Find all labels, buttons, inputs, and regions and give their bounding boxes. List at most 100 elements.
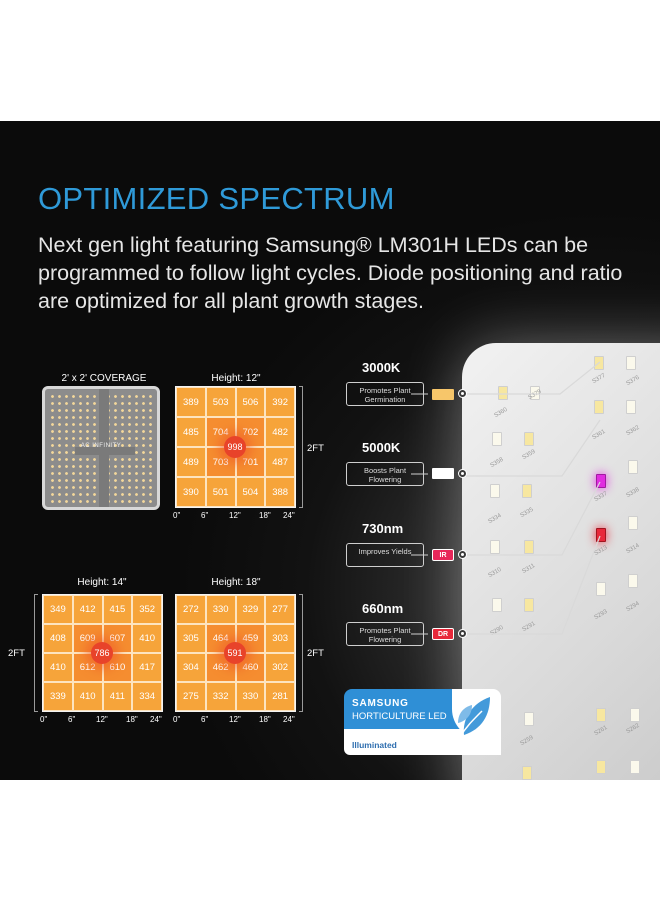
leader-dot — [459, 551, 466, 558]
side-label: 2FT — [307, 443, 324, 454]
side-label: 2FT — [8, 648, 25, 659]
x-tick: 6" — [201, 511, 209, 520]
ir-tag: IR — [432, 549, 454, 561]
samsung-horticulture-badge: SAMSUNG HORTICULTURE LED Illuminated — [344, 689, 501, 755]
center-hotspot: 998 — [224, 436, 246, 458]
grid-cell: 412 — [72, 595, 103, 624]
grid-cell: 415 — [102, 595, 133, 624]
center-hotspot: 591 — [224, 642, 246, 664]
grid-title: Height: 14" — [77, 577, 127, 588]
badge-status: Illuminated — [352, 740, 397, 750]
callout-box: Boosts Plant Flowering — [346, 462, 424, 486]
led-5000k — [530, 386, 540, 400]
led-3000k — [524, 598, 534, 612]
callout-title: 5000K — [362, 440, 401, 455]
callout-title: 730nm — [362, 521, 404, 536]
grid-cell: 487 — [265, 447, 295, 477]
grid-cell: 485 — [176, 417, 206, 447]
led-5000k — [490, 540, 500, 554]
grid-cell: 334 — [132, 682, 162, 711]
side-label: 2FT — [307, 648, 324, 659]
grid-cell: 329 — [235, 595, 266, 624]
grid-cell: 410 — [132, 624, 162, 653]
grid-cell: 411 — [102, 682, 133, 711]
grid-cell: 704 — [205, 417, 236, 447]
coverage-board-image: AC INFINITY — [42, 386, 160, 510]
badge-line: HORTICULTURE LED — [352, 711, 447, 722]
x-tick: 0" — [173, 715, 181, 724]
grid-cell: 272 — [176, 595, 206, 624]
leaf-icon — [458, 697, 490, 738]
led-5000k — [626, 356, 636, 370]
grid-cell: 410 — [43, 653, 73, 682]
grid-cell: 410 — [72, 682, 103, 711]
grid-cell: 330 — [205, 595, 236, 624]
led-3000k — [522, 484, 532, 498]
grid-cell: 349 — [43, 595, 73, 624]
led-5000k — [492, 598, 502, 612]
led-3000k — [522, 766, 532, 780]
board-bar — [75, 447, 135, 455]
x-tick: 18" — [259, 715, 271, 724]
grid-cell: 503 — [205, 387, 236, 417]
badge-brand: SAMSUNG — [352, 698, 409, 709]
grid-cell: 281 — [265, 682, 295, 711]
center-hotspot: 786 — [91, 642, 113, 664]
leader-dot — [459, 390, 466, 397]
grid-cell: 489 — [176, 447, 206, 477]
grid-cell: 408 — [43, 624, 73, 653]
x-tick: 0" — [40, 715, 48, 724]
x-tick: 18" — [126, 715, 138, 724]
grid-cell: 275 — [176, 682, 206, 711]
x-tick: 0" — [173, 511, 181, 520]
led-5000k — [630, 760, 640, 774]
grid-cell: 392 — [265, 387, 295, 417]
grid-cell: 277 — [265, 595, 295, 624]
bracket — [299, 594, 303, 712]
callout-box: Improves Yields — [346, 543, 424, 567]
led-5000k — [492, 432, 502, 446]
coverage-label: 2' x 2' COVERAGE — [61, 373, 147, 384]
callout-title: 3000K — [362, 360, 401, 375]
led-5000k — [630, 708, 640, 722]
callout-box: Promotes Plant Germination — [346, 382, 424, 406]
grid-cell: 332 — [205, 682, 236, 711]
bracket — [299, 386, 303, 508]
led-3000k — [596, 760, 606, 774]
x-tick: 6" — [68, 715, 76, 724]
led-3000k — [596, 708, 606, 722]
grid-cell: 504 — [235, 477, 266, 507]
grid-cell: 352 — [132, 595, 162, 624]
color-swatch — [432, 468, 454, 479]
led-5000k — [596, 582, 606, 596]
x-tick: 24" — [283, 715, 295, 724]
led-660nm — [596, 528, 606, 542]
led-5000k — [628, 460, 638, 474]
grid-cell: 506 — [235, 387, 266, 417]
grid-title: Height: 12" — [211, 373, 261, 384]
dr-tag: DR — [432, 628, 454, 640]
x-tick: 6" — [201, 715, 209, 724]
color-swatch — [432, 389, 454, 400]
grid-cell: 303 — [265, 624, 295, 653]
led-5000k — [524, 712, 534, 726]
grid-cell: 339 — [43, 682, 73, 711]
led-5000k — [628, 574, 638, 588]
grid-cell: 703 — [205, 447, 236, 477]
leader-dot — [459, 630, 466, 637]
grid-cell: 417 — [132, 653, 162, 682]
grid-cell: 330 — [235, 682, 266, 711]
led-730nm — [596, 474, 606, 488]
led-3000k — [524, 540, 534, 554]
x-tick: 18" — [259, 511, 271, 520]
description: Next gen light featuring Samsung® LM301H… — [38, 233, 623, 313]
grid-cell: 501 — [205, 477, 236, 507]
grid-cell: 389 — [176, 387, 206, 417]
x-tick: 12" — [229, 715, 241, 724]
x-tick: 12" — [229, 511, 241, 520]
led-5000k — [628, 516, 638, 530]
grid-cell: 304 — [176, 653, 206, 682]
grid-cell: 388 — [265, 477, 295, 507]
